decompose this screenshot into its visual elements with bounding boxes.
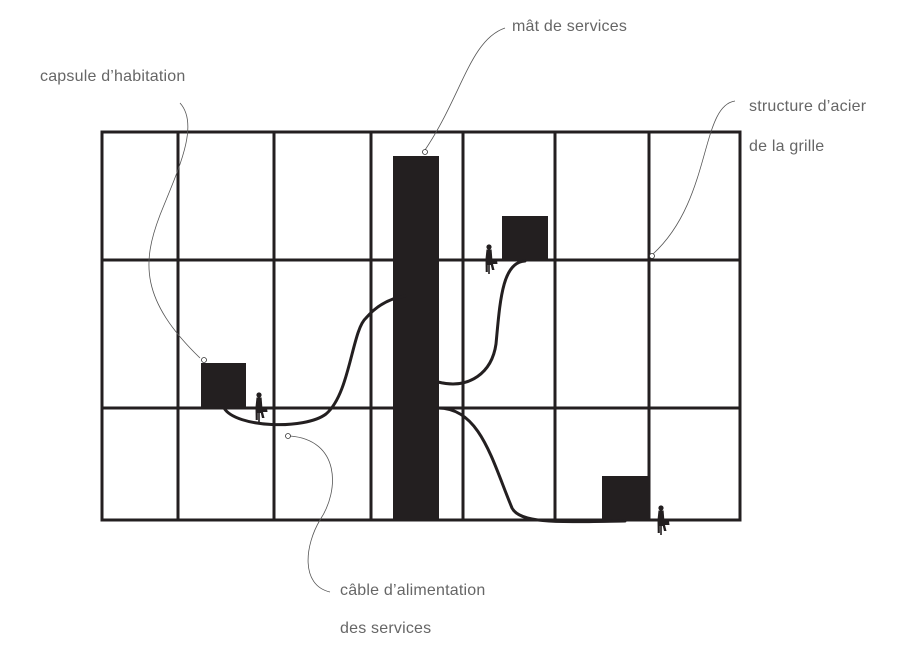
power-cable-label-line1: câble d’alimentation [340, 582, 486, 599]
mast-leader-line [424, 27, 506, 151]
power-cable [436, 406, 627, 524]
leader-dot [422, 149, 428, 155]
structure-leader-line [652, 100, 736, 255]
habitation-capsule [502, 216, 548, 261]
capsule-leader-line [148, 102, 201, 359]
habitation-capsule [201, 363, 246, 408]
service-mast [393, 156, 439, 520]
power-cable-label-line2: des services [340, 620, 432, 637]
steel-structure-label-line1: structure d’acier [749, 98, 867, 115]
steel-structure-label-line2: de la grille [749, 138, 825, 155]
leader-dot [201, 357, 207, 363]
cable-leader-line [289, 435, 333, 593]
leader-dot [285, 433, 291, 439]
habitation-capsule-label: capsule d’habitation [40, 68, 186, 85]
service-mast-label: mât de services [512, 18, 628, 35]
power-cable [436, 259, 527, 386]
power-cable [222, 294, 407, 427]
leader-dot [649, 253, 655, 259]
habitation-capsule [602, 476, 648, 521]
